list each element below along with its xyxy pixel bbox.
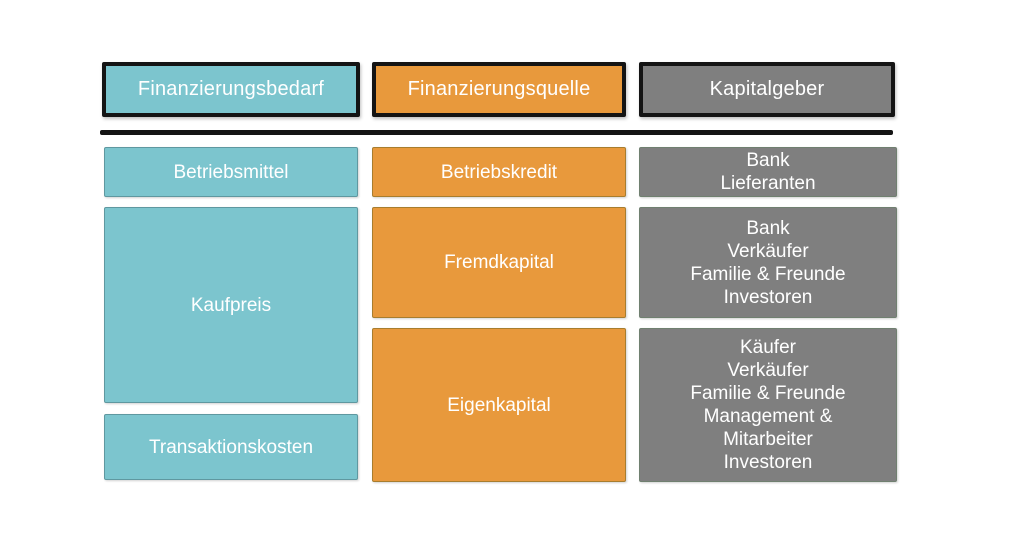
financing-structure-diagram: Finanzierungsbedarf Finanzierungsquelle … (100, 62, 897, 483)
header-kapitalgeber: Kapitalgeber (639, 62, 895, 117)
cell-kaufpreis: Kaufpreis (104, 207, 358, 403)
cell-betriebsmittel: Betriebsmittel (104, 147, 358, 197)
header-divider-line (100, 130, 893, 135)
cell-kapitalgeber-eigenkapital: Käufer Verkäufer Familie & Freunde Manag… (639, 328, 897, 482)
cell-betriebskredit: Betriebskredit (372, 147, 626, 197)
header-finanzierungsbedarf: Finanzierungsbedarf (102, 62, 360, 117)
header-finanzierungsquelle: Finanzierungsquelle (372, 62, 626, 117)
cell-kapitalgeber-betriebskredit: Bank Lieferanten (639, 147, 897, 197)
cell-kapitalgeber-fremdkapital: Bank Verkäufer Familie & Freunde Investo… (639, 207, 897, 318)
cell-transaktionskosten: Transaktionskosten (104, 414, 358, 480)
cell-eigenkapital: Eigenkapital (372, 328, 626, 482)
cell-fremdkapital: Fremdkapital (372, 207, 626, 318)
